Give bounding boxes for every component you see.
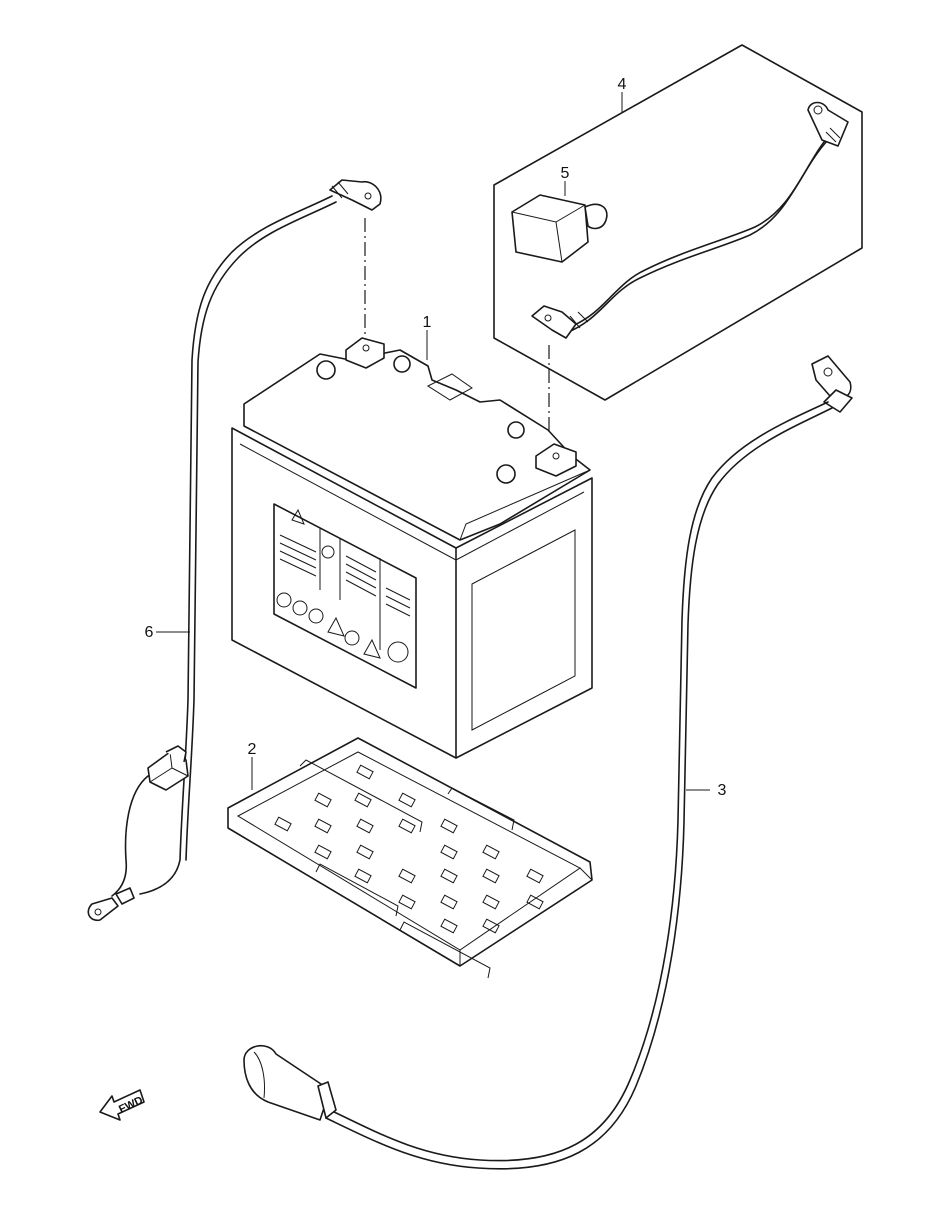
callout-5: 5 [561,165,570,182]
battery [231,337,593,759]
battery-tray [227,737,593,979]
fwd-label: FWD [117,1094,145,1115]
callout-1: 1 [423,314,432,331]
terminal-cover [511,194,608,263]
positive-lead [243,355,853,1170]
callout-2: 2 [248,741,257,758]
starter-lead-set-frame [493,44,863,401]
negative-lead [87,179,382,922]
tray-slots [274,764,544,934]
callout-3: 3 [718,782,727,799]
callout-4: 4 [618,76,627,93]
arrow-forward-icon: FWD [99,1089,145,1121]
starter-relay-lead [531,101,849,339]
callout-6: 6 [145,624,154,641]
